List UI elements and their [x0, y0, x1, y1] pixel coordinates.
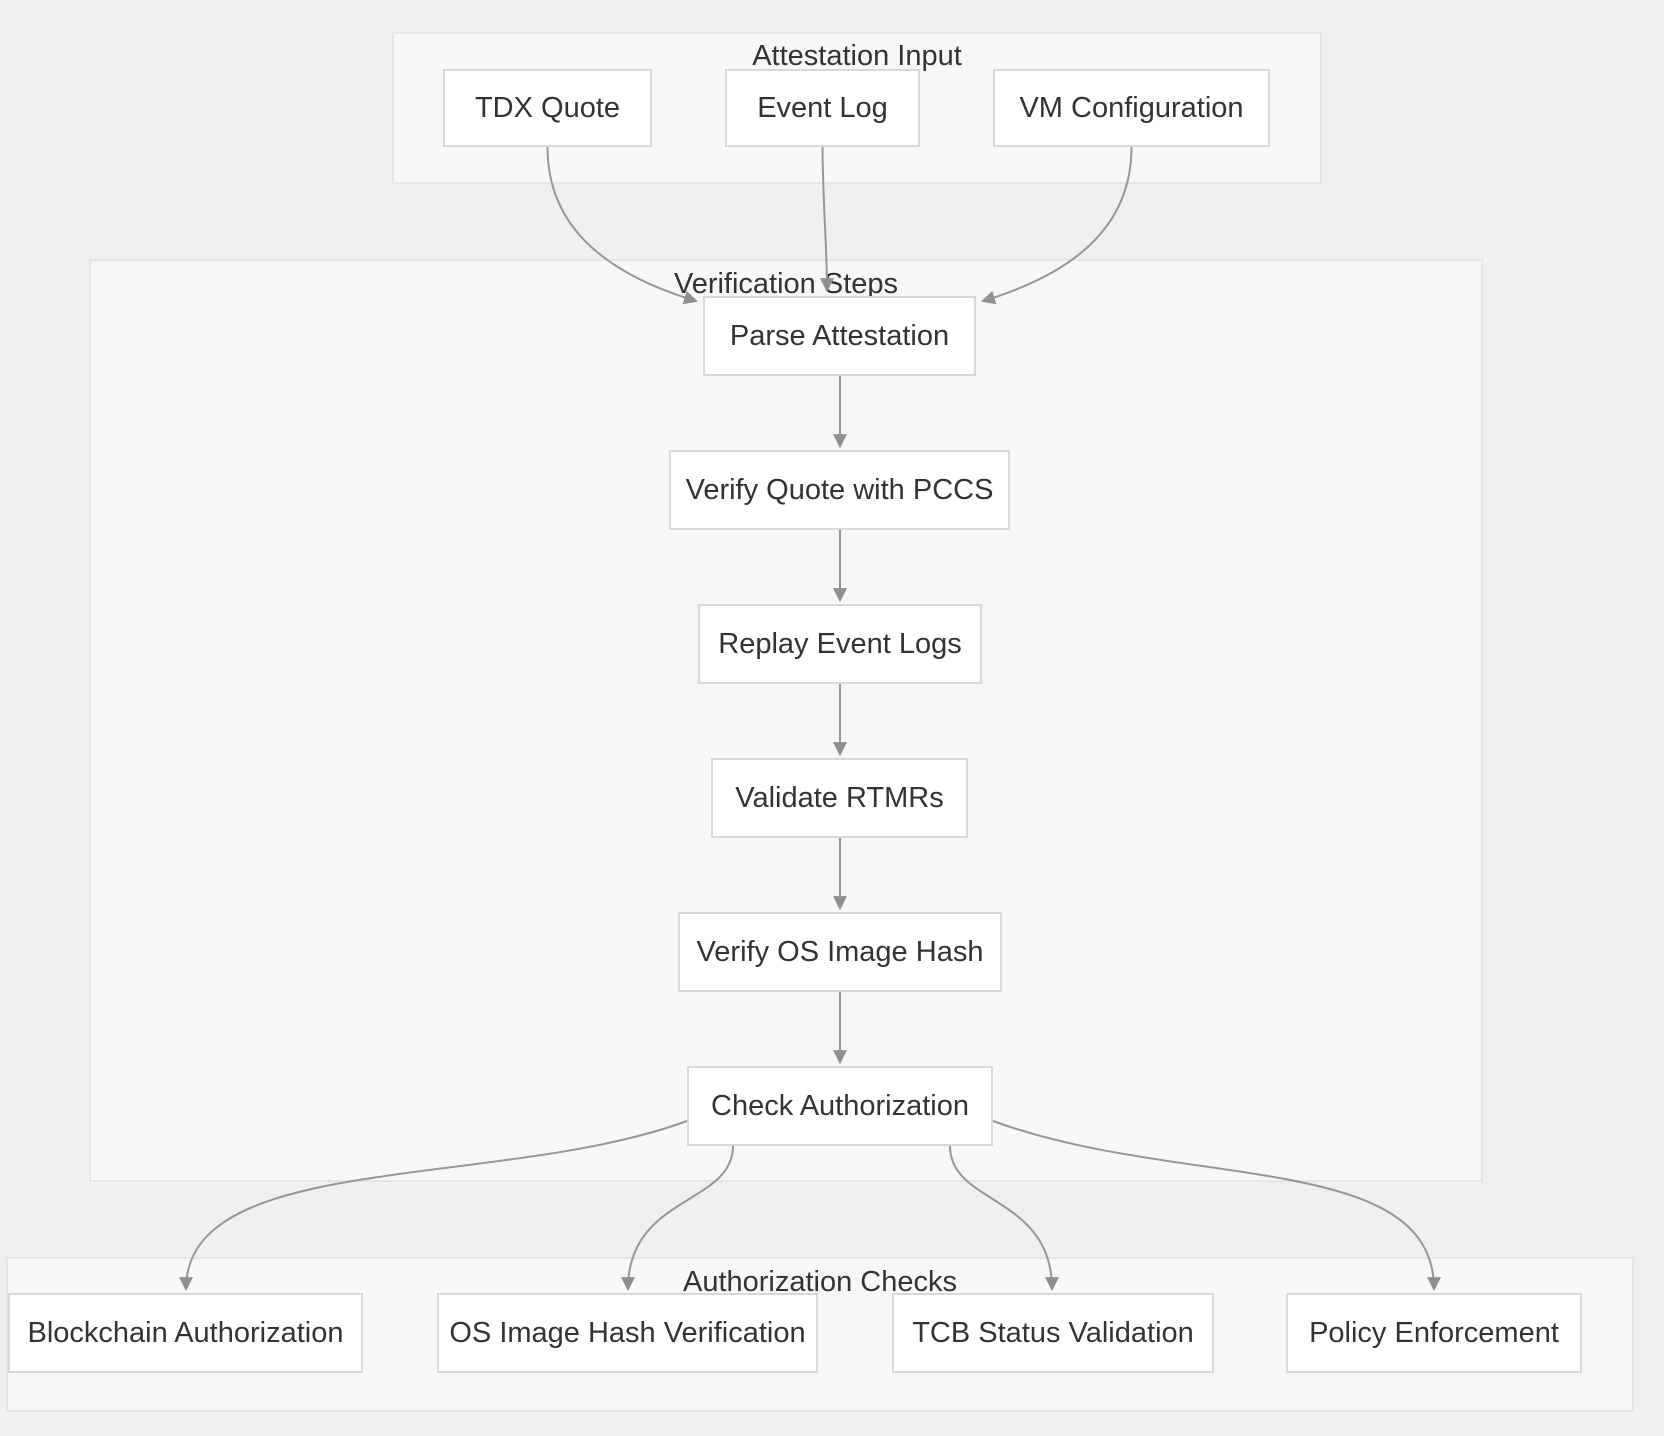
node-policy-enforcement: Policy Enforcement [1286, 1293, 1582, 1373]
node-verify-os-image-hash: Verify OS Image Hash [678, 912, 1002, 992]
cluster-verification-steps: Verification Steps [89, 259, 1483, 1182]
node-check-authorization: Check Authorization [687, 1066, 993, 1146]
node-os-image-hash-verification: OS Image Hash Verification [437, 1293, 818, 1373]
node-blockchain-authorization: Blockchain Authorization [8, 1293, 363, 1373]
node-validate-rtmrs: Validate RTMRs [711, 758, 968, 838]
node-vm-configuration: VM Configuration [993, 69, 1270, 147]
node-replay-event-logs: Replay Event Logs [698, 604, 982, 684]
node-verify-quote-with-pccs: Verify Quote with PCCS [669, 450, 1010, 530]
node-event-log: Event Log [725, 69, 920, 147]
node-tcb-status-validation: TCB Status Validation [892, 1293, 1214, 1373]
node-tdx-quote: TDX Quote [443, 69, 652, 147]
node-parse-attestation: Parse Attestation [703, 296, 976, 376]
